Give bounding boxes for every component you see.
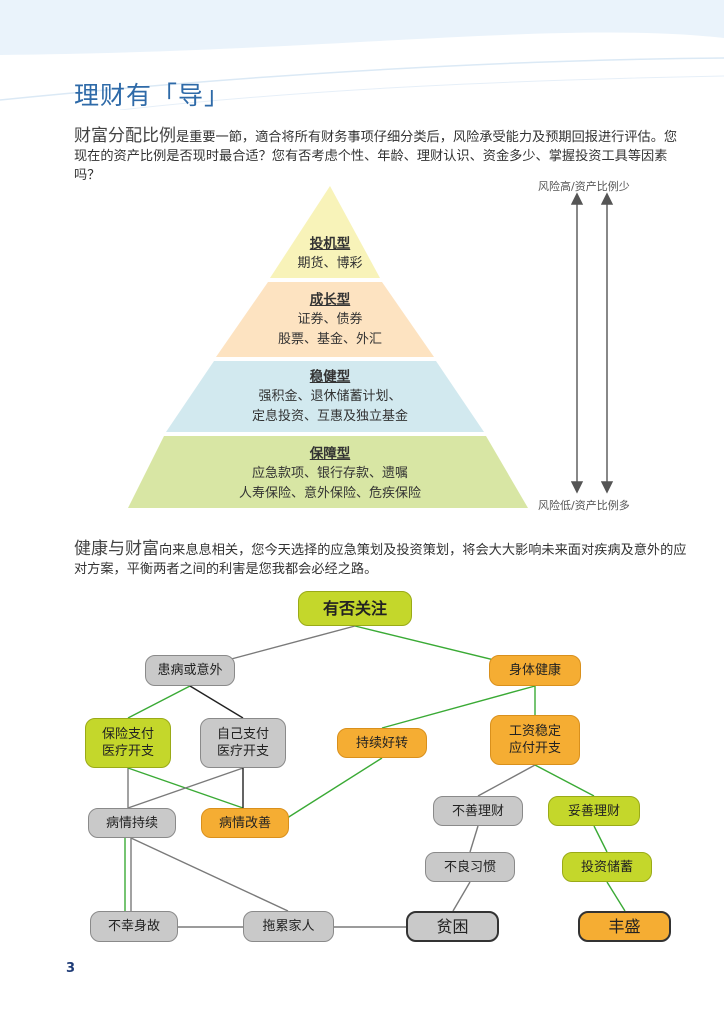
node-line: 应付开支 [508, 741, 561, 756]
node-selfpay: 自己支付 医疗开支 [200, 718, 286, 768]
connector [606, 881, 626, 912]
tier-line: 人寿保险、意外保险、危疾保险 [238, 486, 421, 501]
node-good-finance: 妥善理财 [548, 796, 640, 826]
health-lead: 健康与财富 [74, 539, 159, 559]
tier-heading: 保障型 [309, 446, 351, 462]
tier-growth: 成长型 证券、债券 股票、基金、外汇 [230, 290, 430, 350]
node-stable-income: 工资稳定 应付开支 [490, 715, 580, 765]
tier-line: 期货、博彩 [297, 256, 363, 271]
flow-connectors [124, 625, 626, 928]
node-poor: 贫困 [406, 911, 499, 942]
tier-line: 应急款项、银行存款、遗嘱 [251, 466, 408, 481]
connector [452, 881, 471, 912]
risk-arrows [570, 192, 614, 494]
connector [283, 757, 383, 821]
node-line: 自己支付 [216, 727, 269, 742]
node-sick: 患病或意外 [145, 655, 235, 686]
intro-lead: 财富分配比例 [74, 126, 176, 146]
node-healthy: 身体健康 [489, 655, 581, 686]
connector [381, 685, 536, 729]
tier-speculative: 投机型 期货、博彩 [230, 234, 430, 274]
tier-line: 强积金、退休储蓄计划、 [258, 389, 402, 404]
pyramid-tier-growth [216, 282, 434, 357]
tier-stable: 稳健型 强积金、退休储蓄计划、 定息投资、互惠及独立基金 [210, 367, 450, 427]
health-paragraph: 健康与财富向来息息相关，您今天选择的应急策划及投资策划，将会大大影响未来面对疾病… [74, 540, 688, 579]
connector [130, 837, 289, 912]
node-improving: 持续好转 [337, 728, 427, 758]
connector [477, 764, 536, 797]
tier-heading: 稳健型 [309, 369, 351, 385]
connector [469, 825, 479, 853]
node-death: 不幸身故 [90, 911, 178, 942]
node-burden: 拖累家人 [243, 911, 334, 942]
page-title: 理财有「导」 [74, 81, 231, 110]
risk-high-label: 风险高/资产比例少 [538, 180, 630, 193]
node-bad-finance: 不善理财 [433, 796, 523, 826]
node-line: 保险支付 [101, 727, 154, 742]
connector [127, 767, 244, 809]
connector [534, 764, 595, 797]
tier-line: 股票、基金、外汇 [277, 332, 382, 347]
node-invest-save: 投资储蓄 [562, 852, 652, 882]
node-line: 医疗开支 [216, 744, 269, 759]
pyramid-tier-speculative [270, 186, 380, 278]
node-insurance: 保险支付 医疗开支 [85, 718, 171, 768]
pyramid-tier-stable [166, 361, 484, 432]
tier-heading: 投机型 [309, 236, 351, 252]
node-ongoing: 病情持续 [88, 808, 176, 838]
intro-paragraph: 财富分配比例是重要一節，適合将所有财务事项仔细分类后，风险承受能力及预期回报进行… [74, 127, 688, 185]
header-decoration [0, 0, 724, 110]
node-line: 工资稳定 [508, 724, 561, 739]
risk-low-label: 风险低/资产比例多 [538, 499, 630, 512]
tier-line: 定息投资、互惠及独立基金 [251, 409, 408, 424]
tier-protection: 保障型 应急款项、银行存款、遗嘱 人寿保险、意外保险、危疾保险 [190, 444, 470, 504]
intro-text: 是重要一節，適合将所有财务事项仔细分类后，风险承受能力及预期回报进行评估。您现在… [74, 130, 678, 183]
tier-line: 证券、债券 [297, 312, 363, 327]
pyramid-tier-protection [128, 436, 528, 508]
node-root: 有否关注 [298, 591, 412, 626]
wealth-pyramid [128, 186, 528, 508]
node-bad-habit: 不良习惯 [425, 852, 515, 882]
connector [127, 685, 191, 719]
connector [189, 685, 244, 719]
connector [593, 825, 608, 853]
tier-heading: 成长型 [309, 292, 351, 308]
health-text: 向来息息相关，您今天选择的应急策划及投资策划，将会大大影响未来面对疾病及意外的应… [74, 543, 687, 577]
node-line: 医疗开支 [101, 744, 154, 759]
page-number: 3 [66, 961, 76, 976]
node-rich: 丰盛 [578, 911, 671, 942]
node-better: 病情改善 [201, 808, 289, 838]
